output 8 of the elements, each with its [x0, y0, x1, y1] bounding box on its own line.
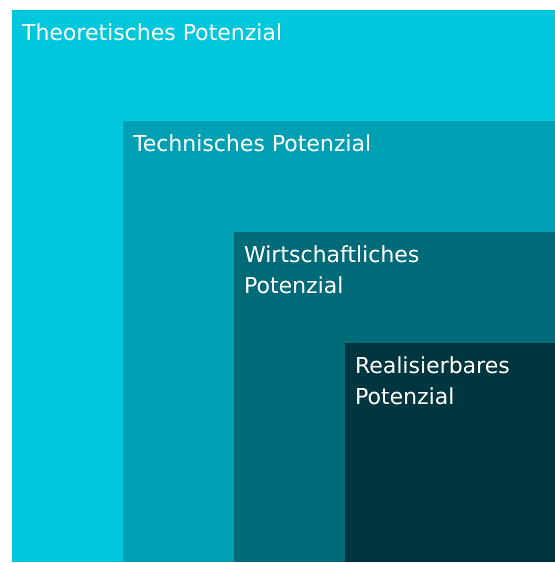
area-label: Wirtschaftliches Potenzial	[244, 242, 420, 301]
nested-area	[234, 232, 555, 562]
area-label: Realisierbares Potenzial	[355, 353, 511, 412]
nested-area	[123, 121, 555, 562]
nested-area	[12, 10, 555, 562]
area-label: Technisches Potenzial	[133, 131, 372, 159]
nested-area	[345, 343, 555, 562]
area-label: Theoretisches Potenzial	[22, 20, 282, 48]
